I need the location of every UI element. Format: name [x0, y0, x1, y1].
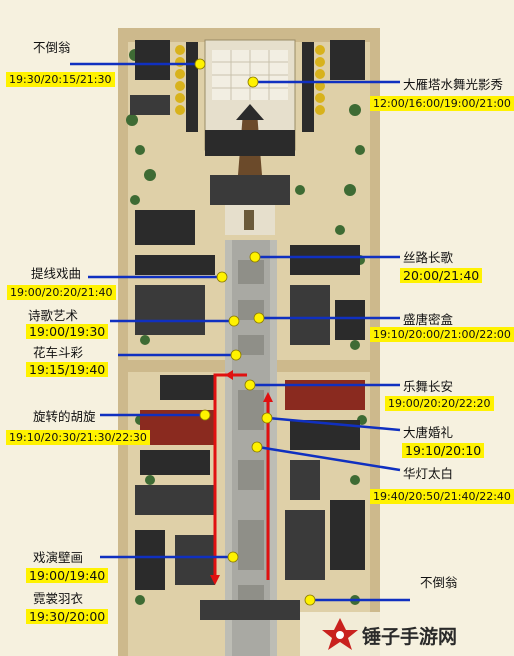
- time-huache: 19:15/19:40: [26, 362, 109, 377]
- time-silu: 20:00/21:40: [400, 268, 483, 283]
- dot-budaoweng-south: [304, 594, 316, 606]
- south-gate: [200, 600, 300, 620]
- avenue-stages: [238, 260, 264, 610]
- yellow-trees: [175, 45, 325, 115]
- north-road: [118, 28, 380, 42]
- label-nishang: 霓裳羽衣: [33, 591, 84, 606]
- time-hunli: 19:10/20:10: [402, 443, 485, 458]
- watermark-star-icon: [322, 618, 358, 650]
- east-road: [370, 28, 380, 656]
- callout-lines: [70, 62, 410, 602]
- arrow-head-west: [225, 370, 233, 380]
- time-shengtang: 19:10/20:00/21:00/22:00: [370, 327, 514, 342]
- west-road: [118, 28, 128, 656]
- label-dayanta: 大雁塔水舞光影秀: [403, 77, 504, 92]
- dot-shige: [228, 315, 240, 327]
- temple-hall: [205, 130, 295, 156]
- label-shengtang: 盛唐密盒: [403, 312, 454, 327]
- label-tixian: 提线戏曲: [31, 266, 82, 281]
- time-lewu: 19:00/20:20/22:20: [385, 396, 494, 411]
- label-budaoweng-south: 不倒翁: [420, 575, 458, 590]
- poi-dots: [194, 58, 316, 606]
- label-xuanzhuan: 旋转的胡旋: [33, 409, 96, 424]
- label-huadeng: 华灯太白: [403, 466, 454, 481]
- label-budaoweng-north: 不倒翁: [33, 40, 71, 55]
- time-shige: 19:00/19:30: [26, 324, 109, 339]
- dot-tixian: [216, 271, 228, 283]
- watermark-text: 锤子手游网: [362, 626, 458, 648]
- label-huache: 花车斗彩: [33, 345, 84, 360]
- dot-huache: [230, 349, 242, 361]
- pagoda-roof: [236, 104, 264, 120]
- label-silu: 丝路长歌: [403, 250, 454, 265]
- label-hunli: 大唐婚礼: [403, 425, 454, 440]
- label-xiyan: 戏演壁画: [33, 550, 84, 565]
- dot-budaoweng-north: [194, 58, 206, 70]
- time-nishang: 19:30/20:00: [26, 609, 109, 624]
- dot-hunli: [261, 412, 273, 424]
- time-dayanta: 12:00/16:00/19:00/21:00: [370, 96, 514, 111]
- time-xiyan: 19:00/19:40: [26, 568, 109, 583]
- west-buildings: [130, 40, 215, 590]
- dot-xiyan: [227, 551, 239, 563]
- watermark-logo: [300, 612, 500, 656]
- dot-huadeng: [251, 441, 263, 453]
- statue: [244, 210, 254, 230]
- dot-shengtang: [253, 312, 265, 324]
- dot-xuanzhuan: [199, 409, 211, 421]
- dot-lewu: [244, 379, 256, 391]
- fountain-grid: [212, 50, 288, 100]
- temple-gate: [210, 175, 290, 205]
- dot-dayanta: [247, 76, 259, 88]
- time-tixian: 19:00/20:20/21:40: [7, 285, 116, 300]
- dot-silu: [249, 251, 261, 263]
- time-xuanzhuan: 19:10/20:30/21:30/22:30: [6, 430, 150, 445]
- label-shige: 诗歌艺术: [28, 308, 79, 323]
- time-huadeng: 19:40/20:50/21:40/22:40: [370, 489, 514, 504]
- arrow-head-south: [210, 575, 220, 585]
- arrow-head-north: [263, 392, 273, 402]
- label-lewu: 乐舞长安: [403, 379, 454, 394]
- time-budaoweng-north: 19:30/20:15/21:30: [6, 72, 115, 87]
